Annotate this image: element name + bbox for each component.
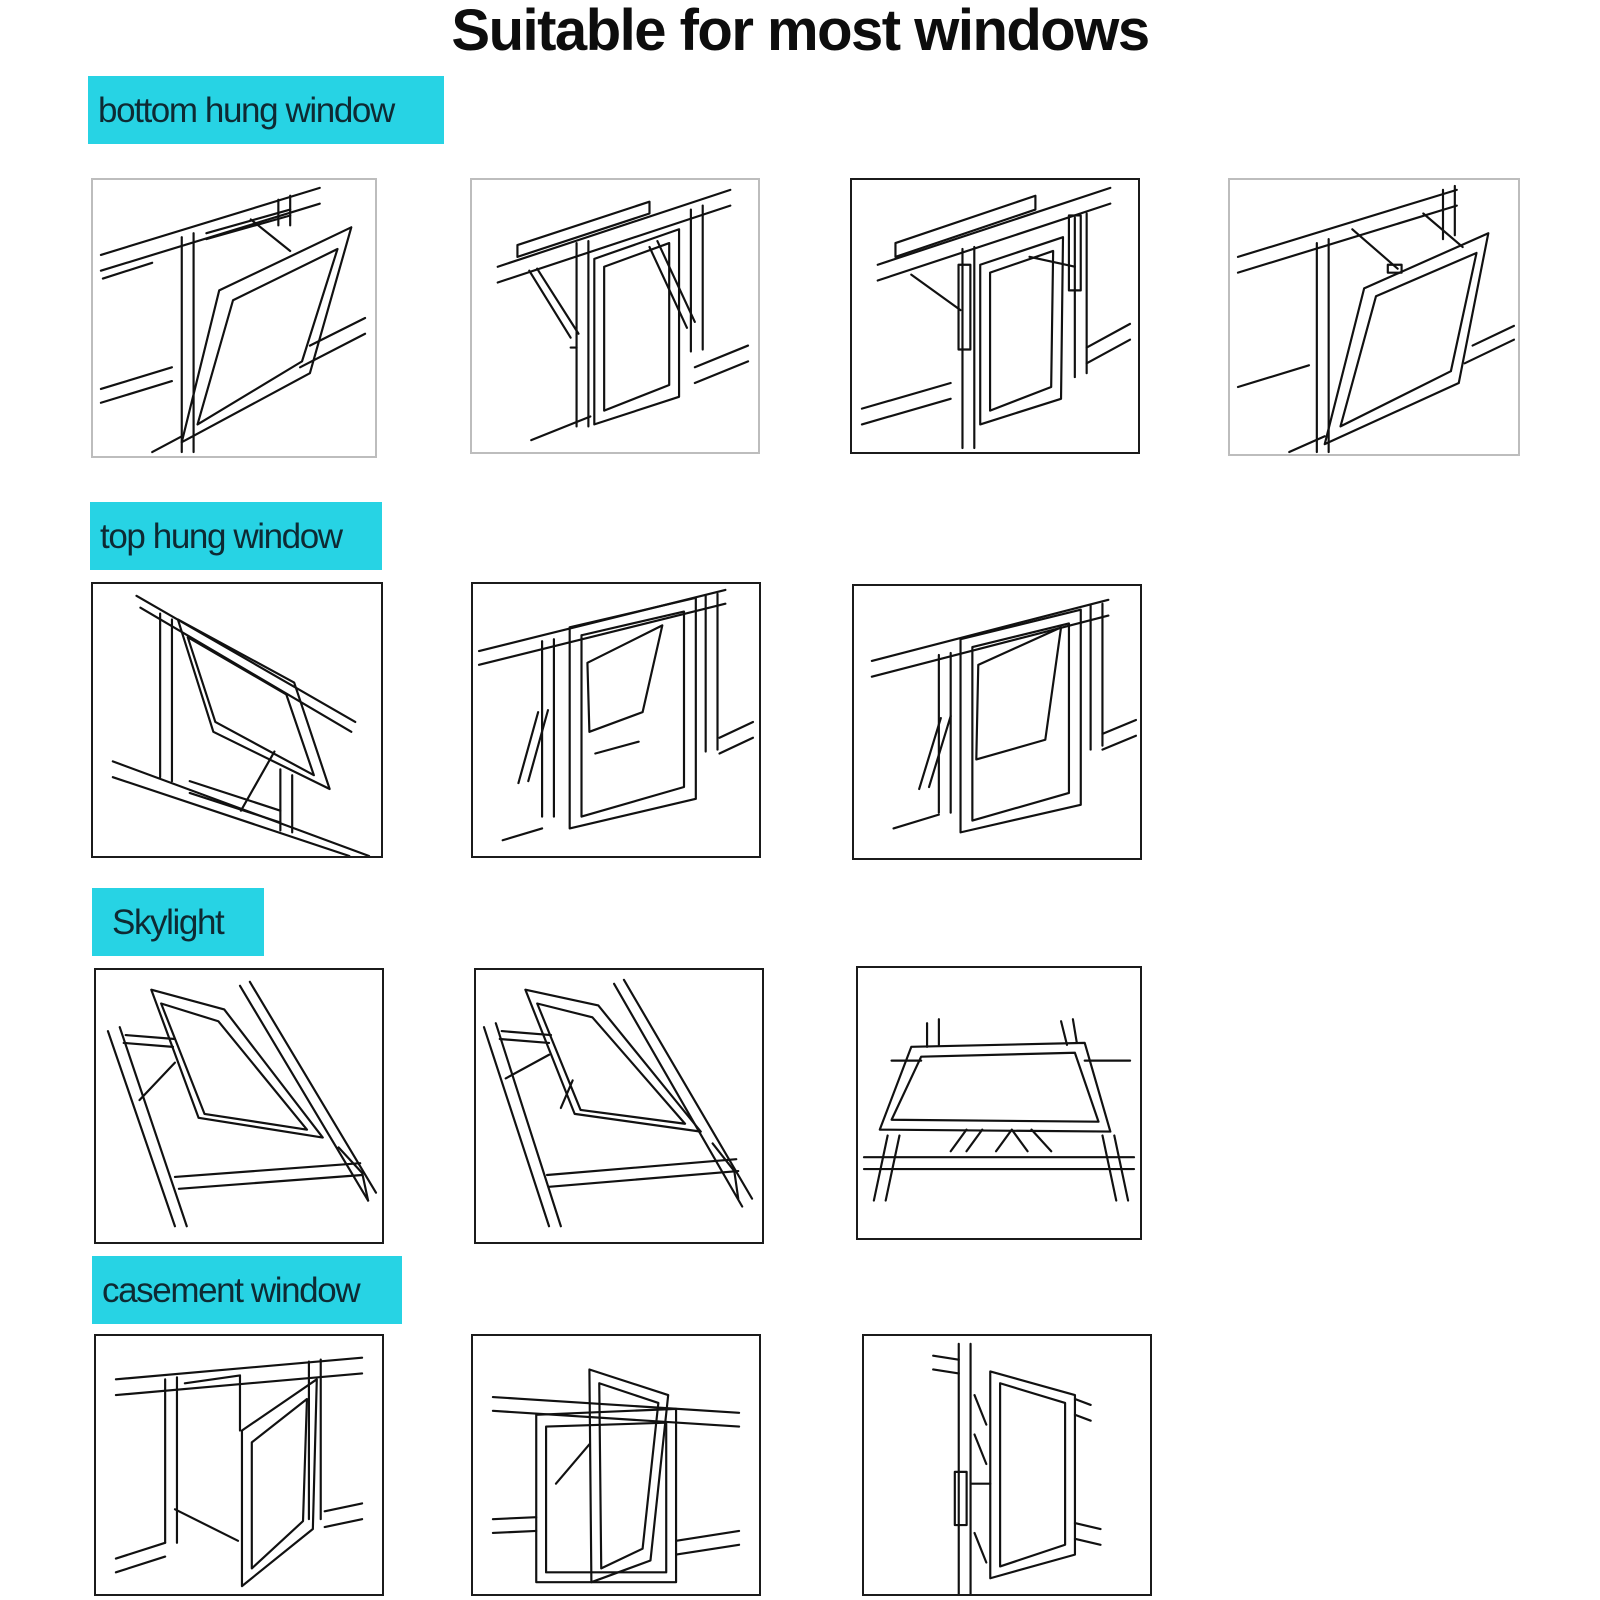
skylight-illustration-3 (856, 966, 1142, 1240)
casement-illustration-2 (471, 1334, 761, 1596)
skylight-illustration-1 (94, 968, 384, 1244)
page-title: Suitable for most windows (451, 0, 1150, 63)
top-hung-illustration-1 (91, 582, 383, 858)
section-label-bottom-hung: bottom hung window (88, 76, 444, 144)
section-label-top-hung: top hung window (90, 502, 382, 570)
casement-illustration-1 (94, 1334, 384, 1596)
section-label-skylight: Skylight (92, 888, 264, 956)
top-hung-illustration-3 (852, 584, 1142, 860)
casement-illustration-3 (862, 1334, 1152, 1596)
section-label-casement: casement window (92, 1256, 402, 1324)
bottom-hung-illustration-3 (850, 178, 1140, 454)
skylight-illustration-2 (474, 968, 764, 1244)
top-hung-illustration-2 (471, 582, 761, 858)
bottom-hung-illustration-1 (91, 178, 377, 458)
bottom-hung-illustration-4 (1228, 178, 1520, 456)
bottom-hung-illustration-2 (470, 178, 760, 454)
